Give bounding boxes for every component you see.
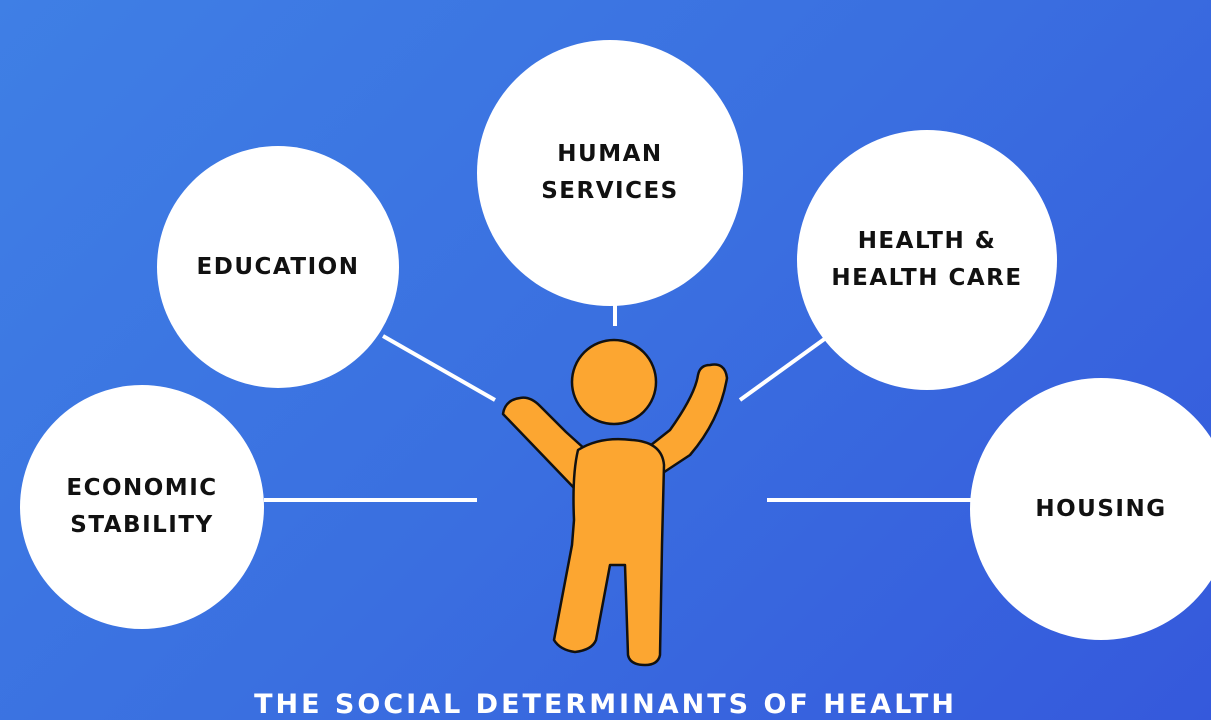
- node-human-services: HUMAN SERVICES: [477, 40, 743, 306]
- diagram-title: THE SOCIAL DETERMINANTS OF HEALTH: [254, 689, 957, 720]
- connector-health-care: [738, 333, 832, 402]
- node-label: ECONOMIC STABILITY: [66, 475, 218, 538]
- node-label: HEALTH & HEALTH CARE: [831, 228, 1023, 291]
- node-label: HOUSING: [1035, 495, 1167, 522]
- node-education: EDUCATION: [157, 146, 399, 388]
- node-health-care: HEALTH & HEALTH CARE: [797, 130, 1057, 390]
- node-economic-stability: ECONOMIC STABILITY: [20, 385, 264, 629]
- node-housing: HOUSING: [970, 378, 1211, 640]
- node-label: EDUCATION: [196, 253, 360, 280]
- node-label: HUMAN SERVICES: [541, 141, 679, 204]
- connector-education: [382, 334, 496, 402]
